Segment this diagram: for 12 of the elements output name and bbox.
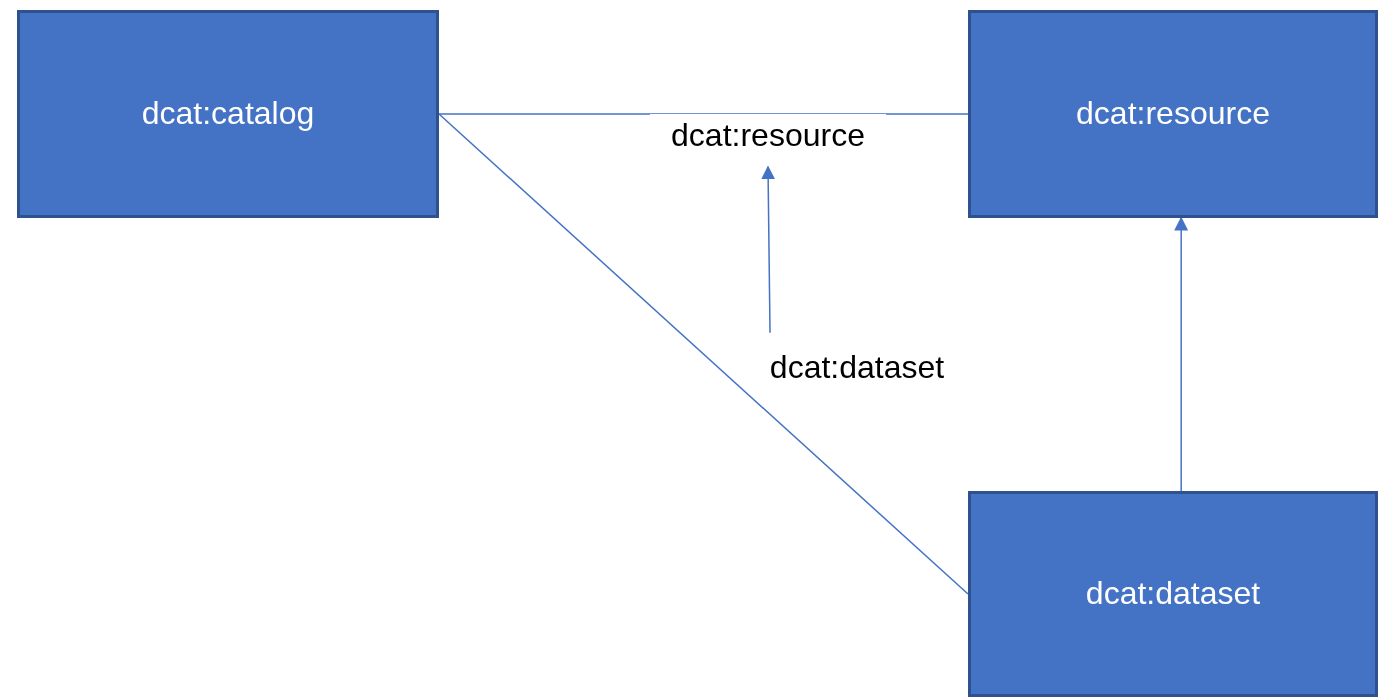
- node-label: dcat:dataset: [1085, 576, 1261, 612]
- property-label: dcat:resource: [671, 118, 865, 154]
- arrow: [1174, 216, 1189, 492]
- connector-line: [438, 113, 969, 115]
- node-label: dcat:catalog: [141, 96, 315, 132]
- class-box: [968, 491, 1378, 697]
- connector-line: [438, 113, 969, 595]
- class-box: [968, 10, 1378, 218]
- node-label: dcat:resource: [1076, 96, 1270, 132]
- arrow: [761, 165, 776, 334]
- property-label: dcat:dataset: [769, 350, 945, 386]
- class-box: [17, 10, 439, 218]
